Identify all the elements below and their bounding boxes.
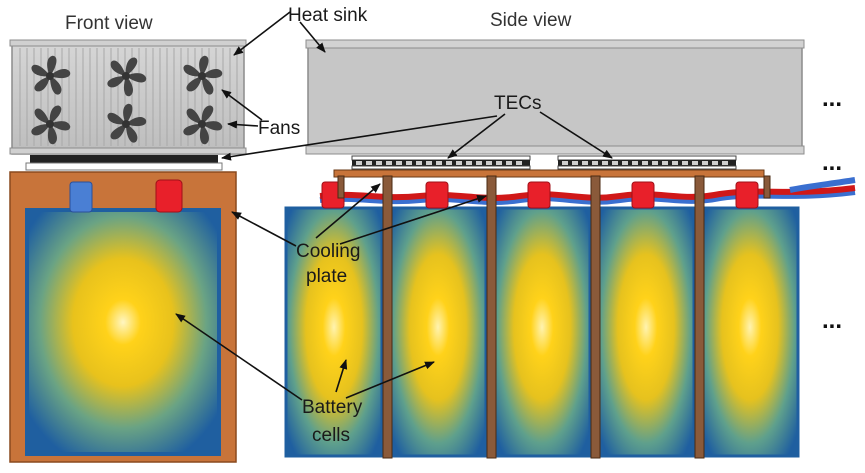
front-tec-layer — [30, 155, 218, 163]
tec-element — [682, 161, 688, 165]
tec-element — [466, 161, 472, 165]
tec-element — [612, 161, 618, 165]
cooling-fin — [337, 175, 345, 199]
tec-element — [582, 161, 588, 165]
arrow-cooling-front — [231, 211, 297, 247]
arrow-cooling-side-1 — [315, 183, 381, 239]
battery-cell — [596, 206, 696, 458]
cooling-fin — [590, 175, 601, 459]
cooling-fin — [382, 175, 393, 459]
terminal — [631, 181, 655, 209]
tec-element — [436, 161, 442, 165]
tec-element — [506, 161, 512, 165]
tec-element — [602, 161, 608, 165]
arrow-cells-front — [175, 313, 303, 401]
tec-element — [632, 161, 638, 165]
battery-cell — [700, 206, 800, 458]
tec-element — [516, 161, 522, 165]
tec-element — [456, 161, 462, 165]
fan-icon — [183, 55, 223, 95]
arrow-heatsink-front — [233, 11, 291, 56]
tec-element — [562, 161, 568, 165]
tec-element — [652, 161, 658, 165]
tec-module-right — [557, 155, 737, 170]
tec-element — [386, 161, 392, 165]
tec-element — [662, 161, 668, 165]
cooling-plate-label-line1: Cooling — [296, 241, 360, 262]
fan-icon — [31, 55, 71, 95]
arrow-tecs-right — [539, 111, 613, 159]
battery-cells-label-line1: Battery — [302, 397, 363, 418]
tec-element — [712, 161, 718, 165]
arrow-fans-bottom — [227, 120, 259, 129]
arrow-tecs-left — [447, 113, 506, 159]
arrow-cells-side-1 — [335, 359, 348, 393]
tec-element — [672, 161, 678, 165]
heat-sink-label: Heat sink — [288, 5, 368, 26]
tec-element — [572, 161, 578, 165]
tec-element — [486, 161, 492, 165]
battery-cells-label-line2: cells — [312, 425, 350, 446]
arrow-heatsink-side — [299, 21, 326, 53]
side-cooling-plate — [333, 169, 765, 178]
tec-element — [366, 161, 372, 165]
tec-element — [396, 161, 402, 165]
cooling-fin — [763, 175, 771, 199]
terminal — [425, 181, 449, 209]
cooling-plate-label-line2: plate — [306, 266, 347, 287]
terminal — [527, 181, 551, 209]
fan-icon — [183, 105, 223, 145]
tec-element — [416, 161, 422, 165]
battery-cell — [388, 206, 488, 458]
fan-group — [31, 55, 223, 145]
tec-element — [446, 161, 452, 165]
battery-cell — [492, 206, 592, 458]
front-cooling-plate — [25, 162, 223, 171]
tec-element — [376, 161, 382, 165]
tec-element — [622, 161, 628, 165]
cooling-fin — [694, 175, 705, 459]
tec-element — [476, 161, 482, 165]
tec-element — [356, 161, 362, 165]
side-heat-sink — [305, 39, 805, 155]
callout-arrows — [175, 11, 613, 401]
tec-element — [426, 161, 432, 165]
arrow-cooling-side-2 — [339, 195, 487, 245]
front-battery-cell — [25, 208, 221, 456]
tec-element — [496, 161, 502, 165]
terminal — [735, 181, 759, 209]
fan-icon — [107, 57, 147, 97]
front-terminal-negative — [69, 181, 93, 213]
side-battery-cells — [284, 206, 800, 458]
ellipsis-cells: ... — [822, 307, 842, 334]
arrow-cells-side-2 — [345, 361, 435, 399]
tec-element — [592, 161, 598, 165]
ellipsis-heatsink: ... — [822, 85, 842, 112]
front-terminal-positive — [155, 179, 183, 213]
tec-element — [702, 161, 708, 165]
cooling-plate-fins — [337, 175, 771, 459]
front-heat-sink — [9, 39, 247, 155]
arrow-fans-top — [221, 89, 263, 121]
fans-label: Fans — [258, 118, 300, 139]
arrow-tecs-front — [221, 115, 498, 161]
fan-icon — [31, 105, 71, 145]
tecs-label: TECs — [494, 93, 542, 114]
tec-module-left — [351, 155, 531, 170]
ellipsis-tec: ... — [822, 149, 842, 176]
tec-element — [722, 161, 728, 165]
cooling-tubes — [319, 177, 856, 205]
fan-icon — [107, 103, 147, 143]
tec-element — [642, 161, 648, 165]
cooling-fin — [486, 175, 497, 459]
front-view-title: Front view — [65, 13, 153, 34]
tec-element — [692, 161, 698, 165]
side-view-title: Side view — [490, 10, 572, 31]
tec-element — [406, 161, 412, 165]
